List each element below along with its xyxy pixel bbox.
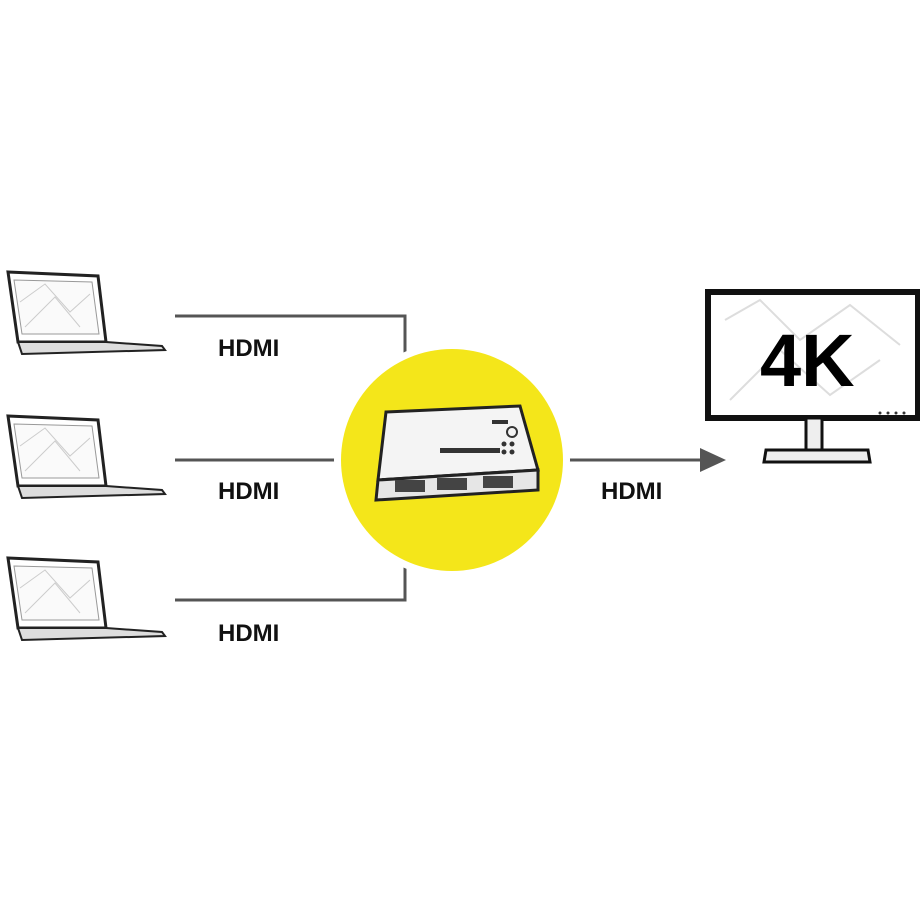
- cable-input-1: [175, 314, 407, 360]
- laptop-3: [6, 556, 167, 642]
- hdmi-label-output: HDMI: [601, 478, 663, 505]
- hdmi-label-input-1: HDMI: [218, 335, 280, 362]
- hdmi-switch-device: [374, 404, 540, 502]
- arrow-head-icon: [700, 448, 726, 472]
- cable-lines: [175, 314, 705, 602]
- cable-input-3: [175, 560, 407, 602]
- laptop-1: [6, 270, 167, 356]
- hdmi-label-input-3: HDMI: [218, 620, 280, 647]
- monitor-4k: [705, 289, 920, 464]
- hdmi-label-input-2: HDMI: [218, 478, 280, 505]
- resolution-label: 4K: [760, 319, 855, 402]
- laptop-2: [6, 414, 167, 500]
